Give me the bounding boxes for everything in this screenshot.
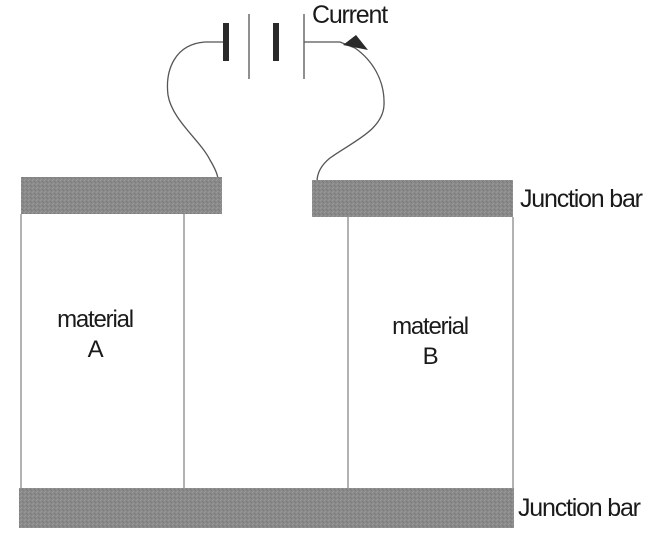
material-a-line1: material	[57, 306, 134, 333]
battery-icon	[223, 14, 305, 79]
material-a-block	[20, 214, 185, 488]
material-b-block	[347, 217, 514, 490]
bottom-junction-bar	[19, 488, 514, 528]
current-arrow-icon	[343, 35, 368, 50]
material-b-line2: B	[422, 343, 439, 370]
material-b-label: material B	[380, 312, 480, 372]
top-left-junction-bar	[21, 177, 222, 214]
current-label: Current	[312, 1, 388, 29]
material-b-line1: material	[392, 313, 469, 340]
bottom-junction-bar-label: Junction bar	[518, 494, 641, 522]
material-a-label: material A	[45, 305, 145, 365]
wire-right	[304, 41, 385, 183]
top-junction-bar-label: Junction bar	[520, 185, 643, 213]
top-right-junction-bar	[312, 180, 513, 217]
wire-left	[166, 41, 223, 181]
material-a-line2: A	[87, 336, 104, 363]
